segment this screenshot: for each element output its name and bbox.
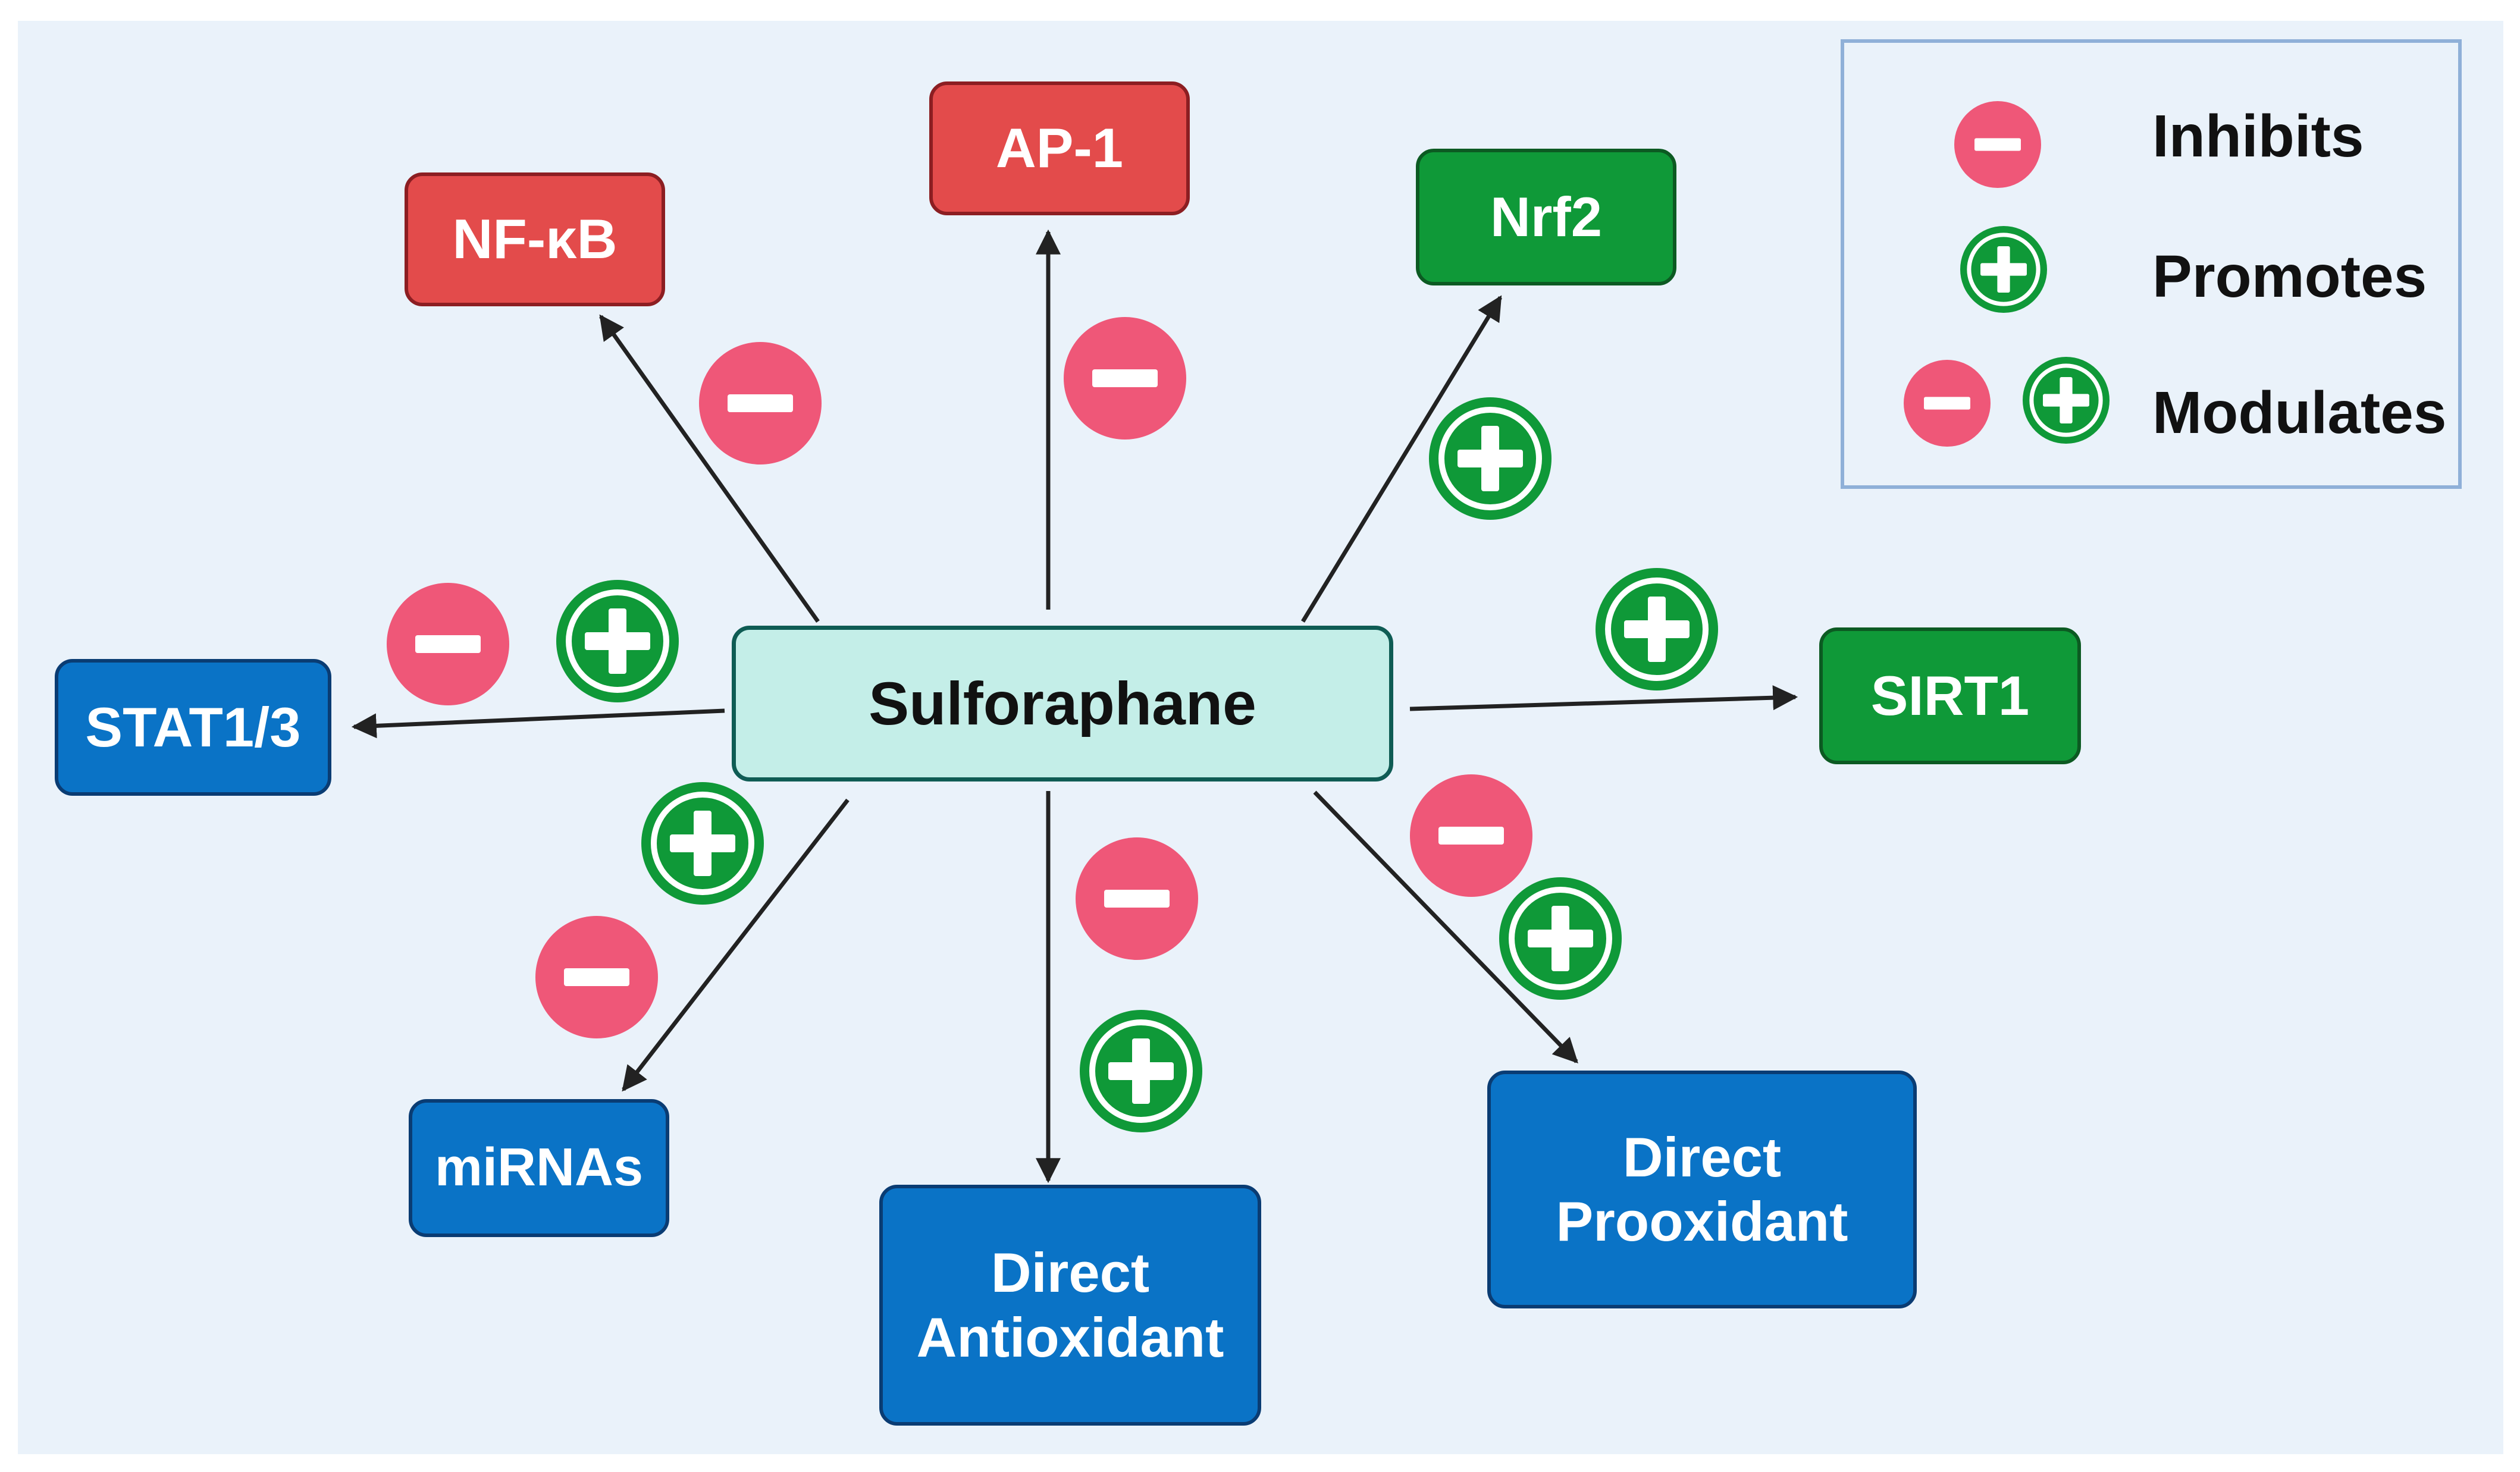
legend-modulates-plus-icon (2023, 357, 2110, 444)
node-direct-prooxidant: Direct Prooxidant (1487, 1071, 1917, 1308)
center-node-sulforaphane: Sulforaphane (732, 626, 1393, 781)
arrow-to-direct-prooxidant (1313, 790, 1578, 1064)
arrow-to-stat (351, 708, 725, 739)
minus-icon (535, 916, 658, 1038)
node-ap1-label: AP-1 (995, 117, 1124, 180)
node-direct-antioxidant: Direct Antioxidant (879, 1185, 1261, 1426)
arrow-to-sirt1 (1409, 685, 1798, 711)
node-sirt1-label: SIRT1 (1870, 664, 2030, 727)
plus-icon (1080, 1010, 1202, 1132)
minus-icon (387, 583, 509, 705)
legend-promotes-label: Promotes (2152, 243, 2427, 310)
minus-icon (1064, 317, 1186, 440)
legend-modulates-label: Modulates (2152, 379, 2447, 446)
plus-icon (641, 782, 764, 905)
node-direct-prooxidant-line2: Prooxidant (1556, 1190, 1848, 1253)
arrow-to-nrf2 (1301, 295, 1502, 623)
arrow-to-nfkb (599, 314, 820, 623)
node-direct-antioxidant-line2: Antioxidant (916, 1305, 1224, 1369)
center-node-label: Sulforaphane (869, 669, 1256, 737)
node-direct-antioxidant-line1: Direct (991, 1241, 1150, 1304)
legend-inhibits-label: Inhibits (2152, 103, 2364, 170)
node-mirnas-label: miRNAs (434, 1138, 644, 1198)
minus-icon (1076, 837, 1198, 960)
node-sirt1: SIRT1 (1819, 627, 2081, 764)
legend-plus-icon (1960, 226, 2047, 313)
node-direct-prooxidant-line1: Direct (1622, 1125, 1782, 1188)
node-nfkb: NF-κB (405, 172, 665, 306)
node-stat-label: STAT1/3 (85, 695, 301, 758)
node-ap1: AP-1 (929, 81, 1190, 215)
plus-icon (1429, 397, 1552, 520)
minus-icon (1410, 774, 1532, 897)
minus-icon (699, 342, 822, 464)
plus-icon (1596, 568, 1718, 691)
node-nfkb-label: NF-κB (452, 208, 618, 271)
plus-icon (556, 580, 679, 702)
arrow-to-mirnas (622, 798, 850, 1092)
node-stat: STAT1/3 (55, 659, 331, 796)
legend-minus-icon (1954, 101, 2041, 188)
legend-modulates-minus-icon (1904, 360, 1991, 447)
plus-icon (1499, 877, 1622, 1000)
node-nrf2: Nrf2 (1416, 149, 1676, 285)
node-mirnas: miRNAs (409, 1099, 669, 1237)
node-nrf2-label: Nrf2 (1490, 185, 1603, 248)
